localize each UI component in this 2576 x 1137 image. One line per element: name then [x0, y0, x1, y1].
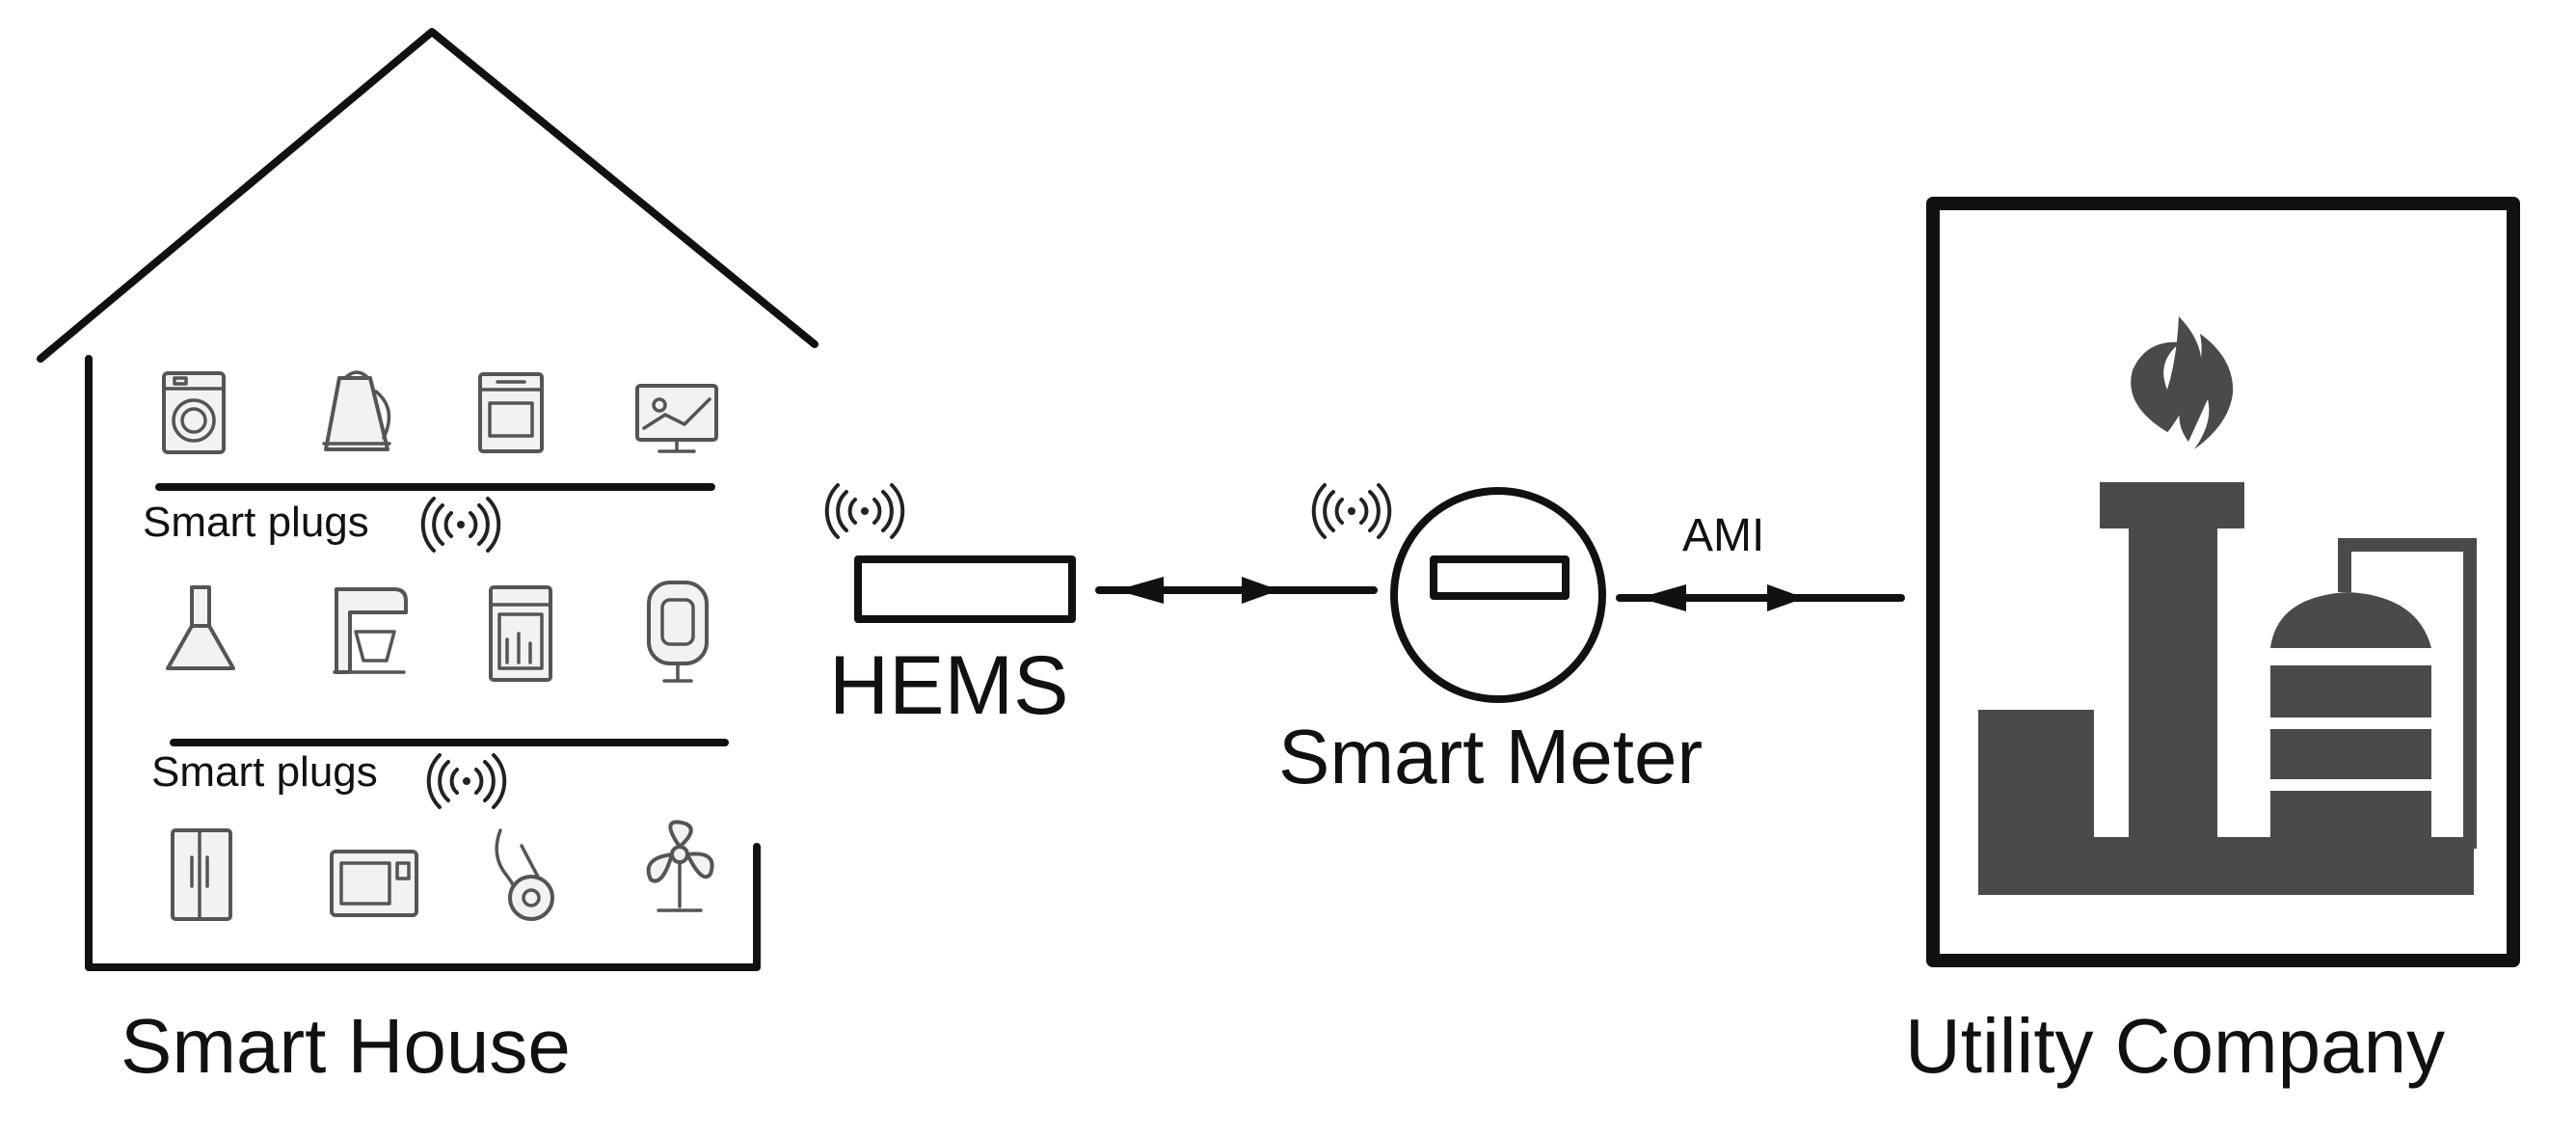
ami-link: AMI [1616, 510, 1905, 611]
kettle-icon [322, 370, 391, 451]
hems: HEMS [824, 483, 1076, 732]
hems-meter-link [1095, 577, 1378, 604]
power-plant-icon [1978, 316, 2477, 895]
range-hood-icon [166, 585, 235, 670]
smart-meter-label: Smart Meter [1278, 714, 1703, 799]
wireless-signal-icon [426, 753, 507, 809]
utility-frame [1926, 197, 2520, 967]
house-walls [85, 355, 761, 971]
hems-label: HEMS [829, 639, 1068, 732]
wireless-signal-icon [824, 483, 905, 539]
meter-body [1390, 487, 1606, 703]
microwave-icon [330, 850, 418, 917]
ami-label: AMI [1682, 510, 1764, 561]
air-purifier-icon [647, 581, 709, 683]
refrigerator-icon [171, 828, 232, 921]
arrowhead-left [1116, 577, 1164, 604]
oven-icon [478, 372, 544, 453]
hems-device [854, 555, 1076, 623]
smart-plugs-label-2: Smart plugs [151, 748, 378, 796]
stand-mixer-icon [333, 587, 408, 674]
vacuum-cleaner-icon [495, 828, 554, 921]
utility-company: Utility Company [1905, 197, 2520, 1089]
smart-house: Smart plugs Sma [37, 28, 818, 1089]
dishwasher-icon [489, 585, 552, 682]
utility-company-label: Utility Company [1905, 1003, 2445, 1089]
arrowhead-right [1767, 584, 1805, 611]
meter-display [1430, 555, 1570, 600]
arrowhead-right [1242, 577, 1279, 604]
arrowhead-left [1639, 584, 1686, 611]
wireless-signal-icon [420, 497, 501, 553]
house-roof [37, 28, 818, 363]
wireless-signal-icon [1311, 483, 1392, 539]
smart-meter: Smart Meter [1278, 483, 1703, 799]
washing-machine-icon [162, 371, 226, 454]
fan-icon [646, 820, 714, 912]
smart-house-label: Smart House [121, 1003, 571, 1089]
monitor-icon [635, 384, 718, 453]
smart-plugs-label-1: Smart plugs [143, 499, 369, 546]
